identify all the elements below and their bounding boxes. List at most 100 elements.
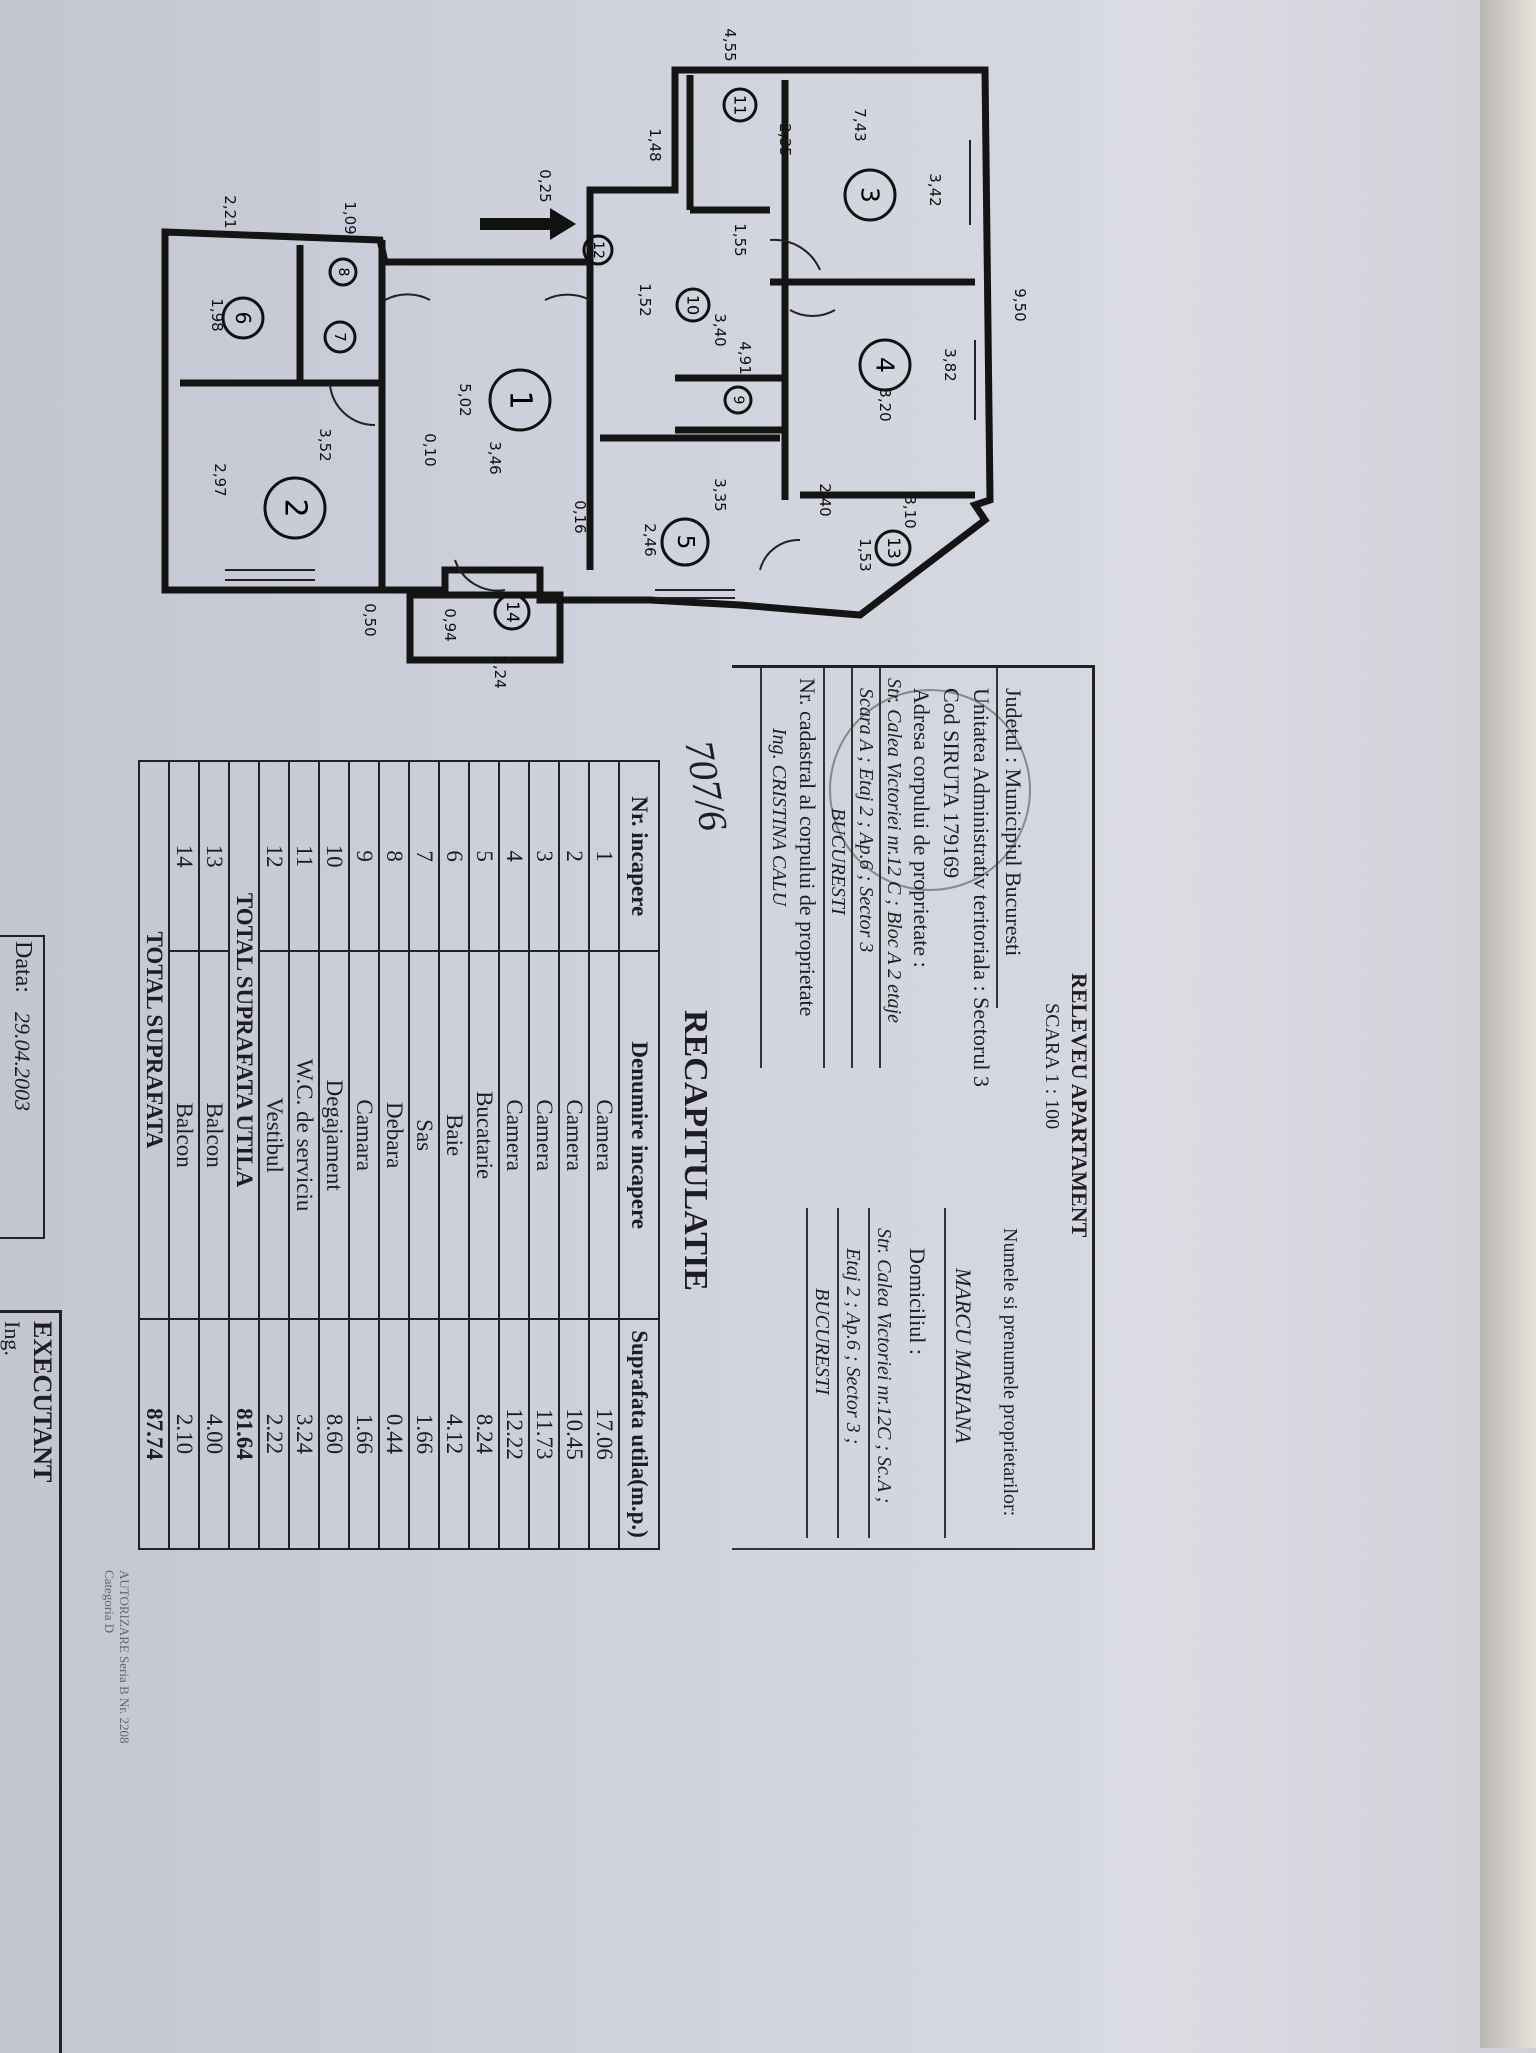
domicile-line1: Str. Calea Victoriei nr.12C ; Sc.A ; — [873, 1228, 895, 1504]
room-number: 13 — [883, 537, 903, 559]
dimension-label: 4,91 — [736, 341, 754, 374]
dimension-label: 5,02 — [456, 383, 474, 416]
total-util-value: 81.64 — [229, 1319, 259, 1549]
title-block: RELEVEU APARTAMENT SCARA 1 : 100 Judetul… — [732, 665, 1095, 1550]
divider — [760, 668, 762, 1068]
divider — [879, 668, 881, 1068]
dimension-label: 2,40 — [816, 483, 834, 516]
dimension-label: 4,55 — [721, 28, 739, 61]
room-number: 3 — [856, 187, 885, 203]
room-number: 5 — [672, 535, 698, 550]
cell-area: 12.22 — [499, 1319, 529, 1549]
cell-name: Baie — [439, 951, 469, 1320]
cell-area: 1.66 — [349, 1319, 379, 1549]
date-box: Data: 29.04.2003 — [0, 935, 45, 1239]
dimension-label: 3,52 — [316, 428, 334, 461]
cell-nr: 6 — [439, 761, 469, 952]
total-util-row: TOTAL SUPRAFATA UTILA 81.64 — [229, 761, 259, 1549]
date-value: 29.04.2003 — [10, 1012, 35, 1111]
cell-nr: 12 — [259, 761, 289, 952]
admin-unit-label: Unitatea Administrativ teritoriala : Sec… — [969, 688, 994, 1087]
dimension-label: 3,10 — [901, 495, 919, 528]
room-circle — [858, 338, 912, 392]
room-number: 11 — [731, 95, 750, 115]
cell-nr: 7 — [409, 761, 439, 952]
address-line3: BUCURESTI — [827, 808, 849, 915]
dimension-label: 1,53 — [856, 538, 874, 571]
cell-name: Camara — [349, 951, 379, 1320]
room-circle — [323, 320, 357, 354]
room-circle — [874, 529, 912, 567]
cadastral-handwritten: Ing. CRISTINA CALU — [768, 728, 790, 906]
cell-nr: 10 — [319, 761, 349, 952]
authorization-stamp: AUTORIZARE Seria B Nr. 2208 Categoria D — [102, 1570, 132, 1744]
cell-area: 17.06 — [589, 1319, 619, 1549]
col-header: Suprafata utila(m.p.) — [619, 1319, 659, 1549]
dimension-label: 3,42 — [926, 173, 944, 206]
divider — [996, 668, 998, 1008]
domicile-label: Domiciliul : — [905, 1248, 930, 1355]
cell-area: 4.00 — [199, 1319, 229, 1549]
room-number: 12 — [590, 241, 606, 259]
cell-area: 11.73 — [529, 1319, 559, 1549]
balcony-14-wall — [406, 591, 564, 664]
total-label: TOTAL SUPRAFATA — [139, 761, 169, 1320]
recap-heading: RECAPITULATIE — [677, 1010, 714, 1291]
total-value: 87.74 — [139, 1319, 169, 1549]
cell-area: 2.10 — [169, 1319, 199, 1549]
dimension-label: 3,46 — [486, 441, 504, 474]
room-number: 7 — [331, 332, 349, 342]
cell-name: Camera — [559, 951, 589, 1320]
cell-area: 2.22 — [259, 1319, 289, 1549]
cell-name: Camera — [529, 951, 559, 1320]
room-number: 1 — [503, 390, 538, 409]
table-header: Nr. incapere Denumire incapere Suprafata… — [619, 761, 659, 1549]
divider — [944, 1208, 946, 1538]
cell-name: Bucatarie — [469, 951, 499, 1320]
cell-name: Balcon — [199, 951, 229, 1320]
cell-name: Sas — [409, 951, 439, 1320]
dimension-label: 3,35 — [711, 478, 729, 511]
dimension-label: 2,24 — [491, 655, 509, 688]
cell-nr: 2 — [559, 761, 589, 952]
owners-label: Numele si prenumele proprietarilor: — [999, 1228, 1021, 1517]
engineer-label: Ing. — [0, 1321, 25, 1356]
room-circle — [582, 234, 614, 266]
cell-area: 8.60 — [319, 1319, 349, 1549]
room-circle — [660, 517, 710, 567]
siruta-label: Cod SIRUTA 179169 — [939, 688, 964, 879]
col-header: Nr. incapere — [619, 761, 659, 952]
cell-nr: 13 — [199, 761, 229, 952]
cell-name: Degajament — [319, 951, 349, 1320]
dimension-label: 2,97 — [211, 463, 229, 496]
cell-area: 8.24 — [469, 1319, 499, 1549]
cell-name: Debara — [379, 951, 409, 1320]
divider — [837, 1208, 839, 1538]
official-stamp — [829, 689, 1031, 891]
address-label: Adresa corpului de proprietate : — [909, 688, 934, 968]
cell-nr: 11 — [289, 761, 319, 952]
cell-nr: 8 — [379, 761, 409, 952]
room-circle — [843, 168, 897, 222]
cell-name: W.C. de serviciu — [289, 951, 319, 1320]
total-util-label: TOTAL SUPRAFATA UTILA — [229, 761, 259, 1320]
date-label: Data: — [10, 941, 36, 993]
domicile-line3: BUCURESTI — [811, 1288, 833, 1395]
room-number: 10 — [684, 295, 703, 315]
divider — [868, 1208, 870, 1538]
cell-area: 3.24 — [289, 1319, 319, 1549]
dimension-label: 1,52 — [636, 283, 654, 316]
executant-box: EXECUTANT Ing. — [0, 1310, 62, 2053]
address-line1: Str. Calea Victoriei nr.12 C ; Bloc A 2 … — [883, 678, 905, 1023]
cell-nr: 14 — [169, 761, 199, 952]
dimension-label: 1,48 — [646, 128, 664, 161]
dimension-label: 3,82 — [941, 348, 959, 381]
